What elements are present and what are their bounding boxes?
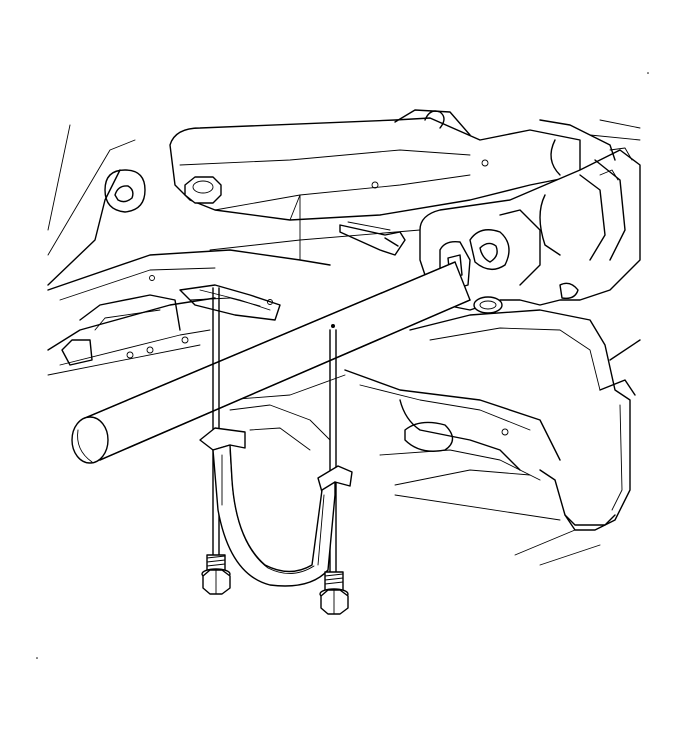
bolt-right (319, 571, 349, 615)
bolt-left (201, 554, 231, 595)
u-bolt-strap-bracket (199, 427, 353, 587)
speck (36, 657, 38, 659)
underbody-structure (47, 109, 641, 566)
speck (647, 72, 649, 74)
driveshaft-tube (71, 261, 471, 464)
